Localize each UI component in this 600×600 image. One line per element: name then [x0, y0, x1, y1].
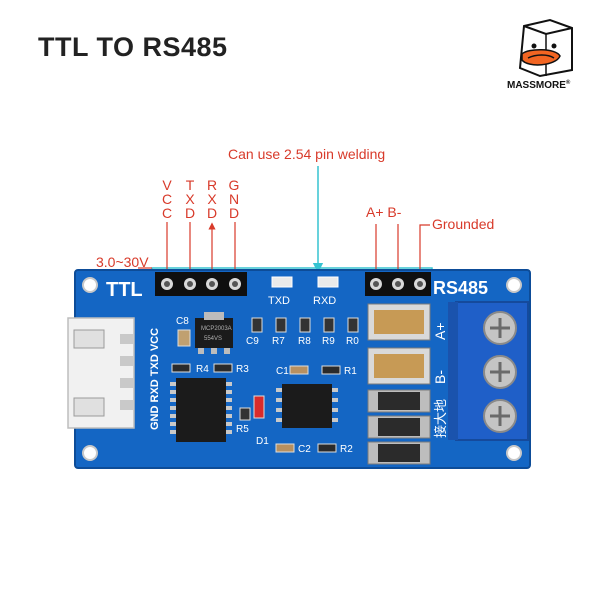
- tvs-diode-1: [367, 389, 431, 413]
- ttl-silk-label: TTL: [106, 279, 143, 301]
- r2-label: R2: [340, 444, 353, 455]
- chip-u1: [170, 378, 232, 442]
- pin-letter: V: [162, 177, 172, 193]
- r9-label: R9: [322, 336, 335, 347]
- txd-led-label: TXD: [268, 295, 290, 307]
- ptc-fuse-b: [367, 347, 431, 385]
- pin-letter: N: [228, 191, 240, 207]
- resistor-r2: [317, 443, 337, 453]
- r0-label: R0: [346, 336, 359, 347]
- rs485-silk-label: RS485: [433, 278, 488, 298]
- capacitor-c1: [289, 365, 309, 375]
- brand-name: MASSMORE®: [507, 80, 570, 91]
- voltage-note: 3.0~30V: [96, 254, 149, 270]
- grounded-note: Grounded: [432, 216, 495, 232]
- pin-letter: C: [161, 191, 173, 207]
- resistor-r1: [321, 365, 341, 375]
- tvs-diode-2: [367, 415, 431, 439]
- r1-label: R1: [344, 366, 357, 377]
- r3-label: R3: [236, 364, 249, 375]
- diode-d1: [253, 395, 265, 419]
- c8-label: C8: [176, 316, 189, 327]
- a-plus-label: A+: [432, 322, 448, 340]
- mounting-hole: [82, 277, 98, 293]
- brand-trademark: ®: [565, 80, 571, 86]
- txd-led: [271, 276, 293, 288]
- regulator-marking: MCP2003A: [201, 326, 232, 332]
- passive-row: [251, 317, 359, 333]
- c2-label: C2: [298, 444, 311, 455]
- rs485-header: [365, 272, 431, 296]
- resistor-r5: [239, 407, 251, 421]
- pin-letter: C: [161, 205, 173, 221]
- earth-label: 接大地: [433, 399, 448, 438]
- r8-label: R8: [298, 336, 311, 347]
- ttl-header: [155, 272, 247, 296]
- pin-letter: G: [228, 177, 240, 193]
- mounting-hole: [506, 277, 522, 293]
- rxd-led: [317, 276, 339, 288]
- pin-letter: X: [207, 191, 217, 207]
- capacitor-c8: [177, 329, 191, 347]
- logo-duck-icon: [518, 18, 573, 78]
- resistor-r3: [213, 363, 233, 373]
- resistor-r4: [171, 363, 191, 373]
- mounting-hole: [82, 445, 98, 461]
- c9-label: C9: [246, 336, 259, 347]
- pin-letter: X: [185, 191, 195, 207]
- regulator-marking-2: 554VS: [204, 336, 222, 342]
- page-title: TTL TO RS485: [38, 32, 228, 62]
- pin-letter: T: [185, 177, 195, 193]
- c1-label: C1: [276, 366, 289, 377]
- massmore-logo: [510, 18, 580, 80]
- pin-welding-note: Can use 2.54 pin welding: [228, 146, 386, 162]
- ground-leader: [419, 224, 430, 283]
- capacitor-c2: [275, 443, 295, 453]
- d1-label: D1: [256, 436, 269, 447]
- brand-text: MASSMORE: [507, 80, 566, 91]
- ab-note: A+ B-: [366, 204, 402, 220]
- chip-u2: [276, 384, 338, 428]
- pin-letter: D: [206, 205, 218, 221]
- r5-label: R5: [236, 424, 249, 435]
- screw-terminal: [448, 301, 529, 441]
- pin-letter: R: [206, 177, 218, 193]
- voltage-regulator: MCP2003A 554VS: [195, 312, 233, 354]
- pin-row-label: GND RXD TXD VCC: [149, 328, 161, 430]
- rxd-led-label: RXD: [313, 295, 336, 307]
- pin-letter: D: [184, 205, 196, 221]
- r7-label: R7: [272, 336, 285, 347]
- r4-label: R4: [196, 364, 209, 375]
- tvs-diode-3: [367, 441, 431, 465]
- ptc-fuse-a: [367, 303, 431, 341]
- mounting-hole: [506, 445, 522, 461]
- pin-letter: D: [228, 205, 240, 221]
- jst-connector: [67, 317, 135, 429]
- b-minus-label: B-: [432, 370, 448, 384]
